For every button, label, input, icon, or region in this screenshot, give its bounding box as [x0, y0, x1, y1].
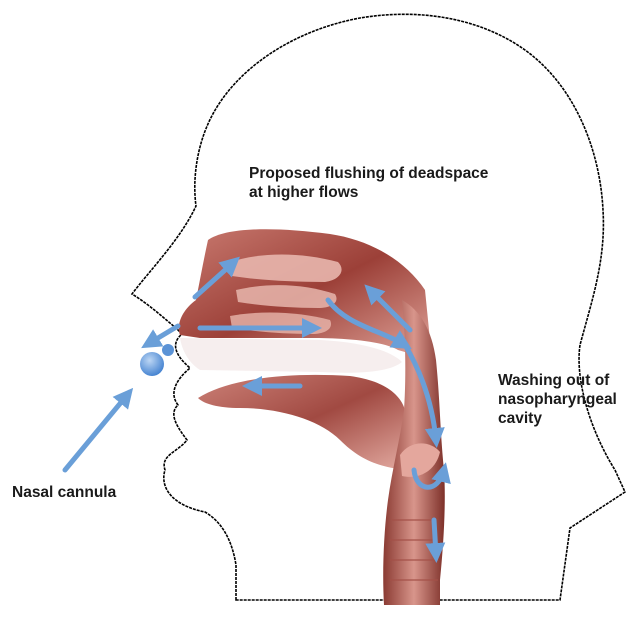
label-washing-line-3: cavity	[498, 409, 617, 428]
label-nasal-cannula: Nasal cannula	[12, 483, 116, 502]
label-washing: Washing out of nasopharyngeal cavity	[498, 371, 617, 428]
label-washing-line-1: Washing out of	[498, 371, 617, 390]
label-washing-line-2: nasopharyngeal	[498, 390, 617, 409]
nasal-cannula	[140, 352, 164, 376]
label-flushing-line-2: at higher flows	[249, 183, 488, 202]
label-flushing-line-1: Proposed flushing of deadspace	[249, 164, 488, 183]
flow-arrow	[434, 520, 436, 555]
label-nasal-cannula-text: Nasal cannula	[12, 483, 116, 502]
flow-arrow	[148, 326, 178, 344]
nasal-cannula-tip	[162, 344, 174, 356]
flow-arrow	[65, 394, 128, 470]
label-flushing: Proposed flushing of deadspace at higher…	[249, 164, 488, 202]
